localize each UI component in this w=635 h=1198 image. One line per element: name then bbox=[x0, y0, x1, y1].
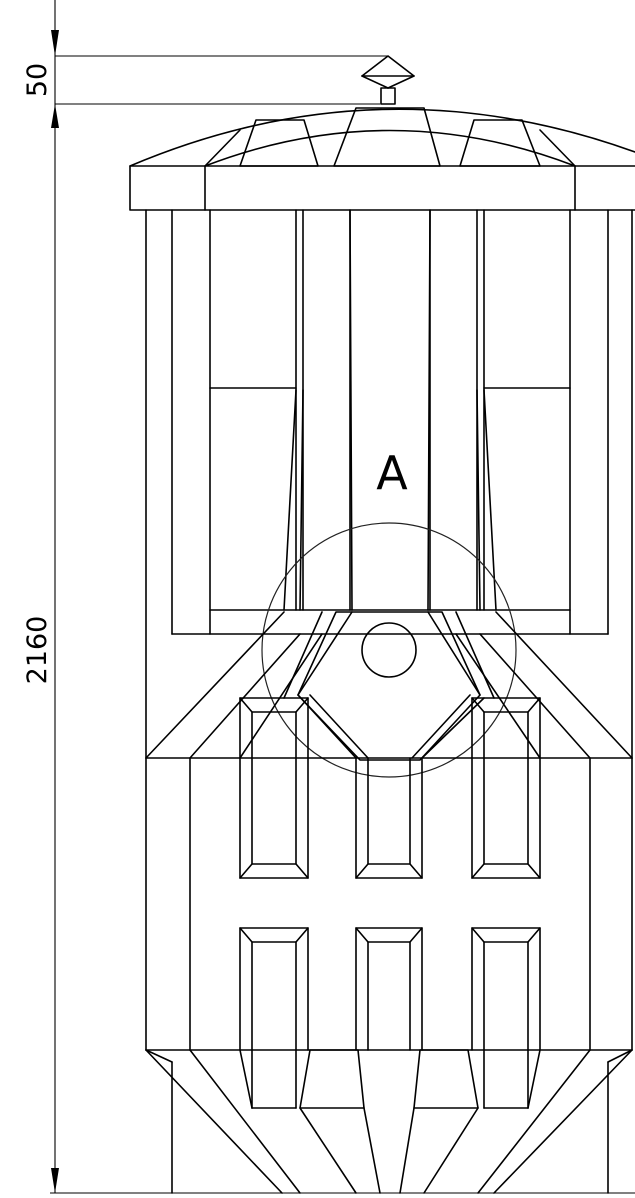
cornice bbox=[129, 165, 635, 211]
panel-lower-center bbox=[355, 927, 423, 1051]
center-hole bbox=[361, 622, 417, 678]
panel-lower-left bbox=[239, 927, 309, 1109]
arrowhead-icon bbox=[51, 1168, 59, 1193]
dimension-label-50: 50 bbox=[22, 63, 53, 97]
panel-upper-center bbox=[355, 757, 423, 879]
lower-body bbox=[145, 697, 633, 1109]
panel-upper-right bbox=[471, 697, 541, 879]
upper-body bbox=[145, 209, 633, 759]
panel-lower-right bbox=[471, 927, 541, 1109]
arrowhead-icon bbox=[51, 104, 59, 128]
lid bbox=[129, 107, 635, 167]
panel-upper-left bbox=[239, 697, 309, 879]
dimension-group: 50 2160 bbox=[22, 0, 635, 1194]
dimension-label-2160: 2160 bbox=[22, 616, 53, 685]
center-hex bbox=[283, 611, 495, 761]
detail-circle-icon bbox=[261, 522, 517, 778]
shoulders bbox=[145, 611, 633, 759]
arrowhead-icon bbox=[51, 30, 59, 56]
finial-cap-icon bbox=[361, 55, 415, 105]
detail-label-a: A bbox=[376, 446, 408, 500]
base bbox=[145, 1049, 633, 1194]
